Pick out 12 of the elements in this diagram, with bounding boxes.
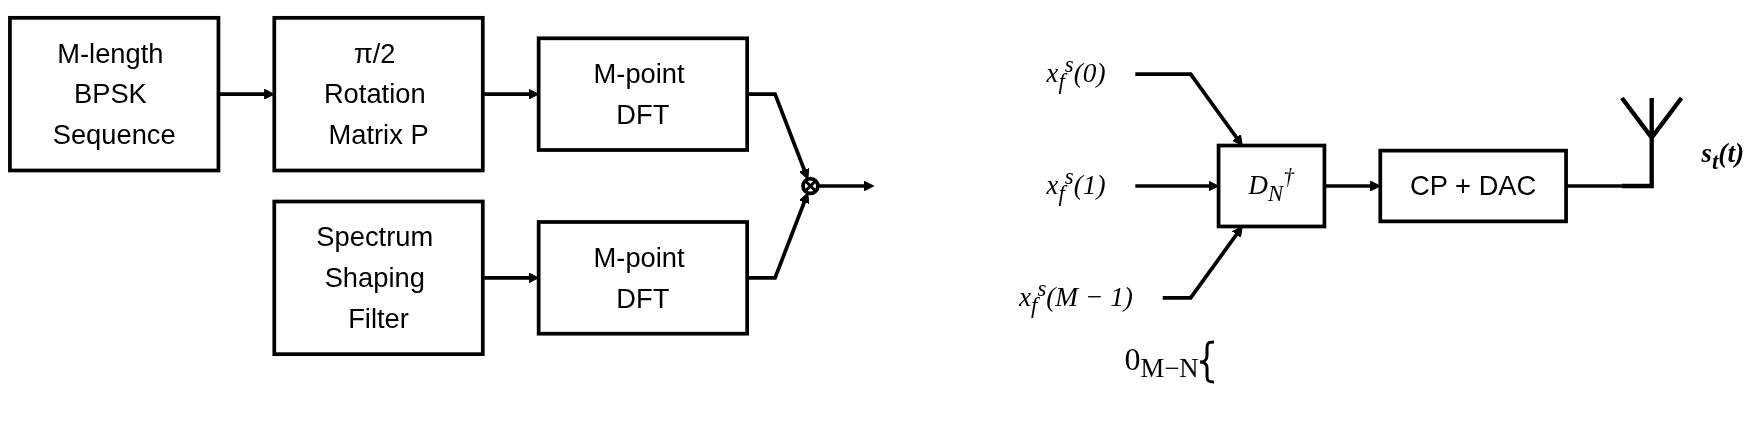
node-text: x$_{f}$$^{s}$(0) [1046, 52, 1106, 95]
node-box: Spectrum Shaping Filter [272, 199, 485, 357]
node-box: M-point DFT [536, 220, 749, 336]
math-label: 0$_{M−N}$ [1124, 340, 1199, 385]
node-box: CP + DAC [1378, 148, 1568, 224]
arrow [817, 180, 875, 192]
node-text: s$_{t}$(t) [1701, 137, 1745, 175]
node-text: x$_{f}$$^{s}$(1) [1046, 164, 1106, 206]
node-box: M-point DFT [536, 36, 749, 152]
node-box: M-length BPSK Sequence [8, 15, 221, 173]
node-text: x$_{f}$$^{s}$(M − 1) [1018, 276, 1133, 318]
node-box: π/2 Rotation Matrix P [272, 15, 485, 173]
